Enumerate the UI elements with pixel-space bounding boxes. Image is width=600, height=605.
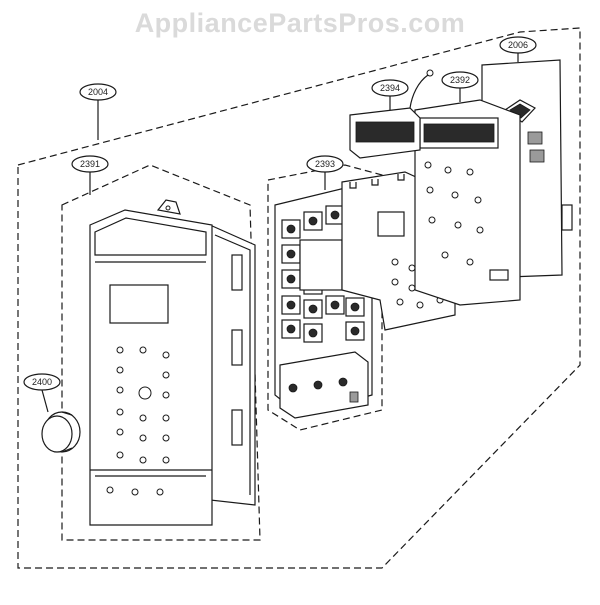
callout-label-2006: 2006	[508, 40, 528, 50]
panel-button-holes	[106, 346, 170, 496]
group-boundary-2393	[267, 164, 383, 431]
callout-label-2392: 2392	[450, 75, 470, 85]
display-board-2392	[414, 99, 521, 306]
callout-2400: 2400	[23, 373, 61, 413]
knob-2400	[41, 411, 81, 453]
assembly-boundary-2004	[17, 27, 581, 569]
callout-label-2400: 2400	[32, 377, 52, 387]
callout-2006: 2006	[499, 36, 537, 62]
callout-label-2391: 2391	[80, 159, 100, 169]
display-module-2394	[349, 69, 434, 159]
callout-2392: 2392	[441, 71, 479, 102]
watermark-text: AppliancePartsPros.com	[134, 8, 466, 38]
control-panel-2391	[89, 199, 256, 526]
callout-2004: 2004	[79, 83, 117, 140]
callout-label-2393: 2393	[315, 159, 335, 169]
callout-2393: 2393	[306, 155, 344, 190]
callout-2394: 2394	[371, 79, 409, 110]
group-boundary-2391	[61, 164, 261, 541]
callout-2391: 2391	[71, 155, 109, 195]
callout-label-2394: 2394	[380, 83, 400, 93]
callout-label-2004: 2004	[88, 87, 108, 97]
